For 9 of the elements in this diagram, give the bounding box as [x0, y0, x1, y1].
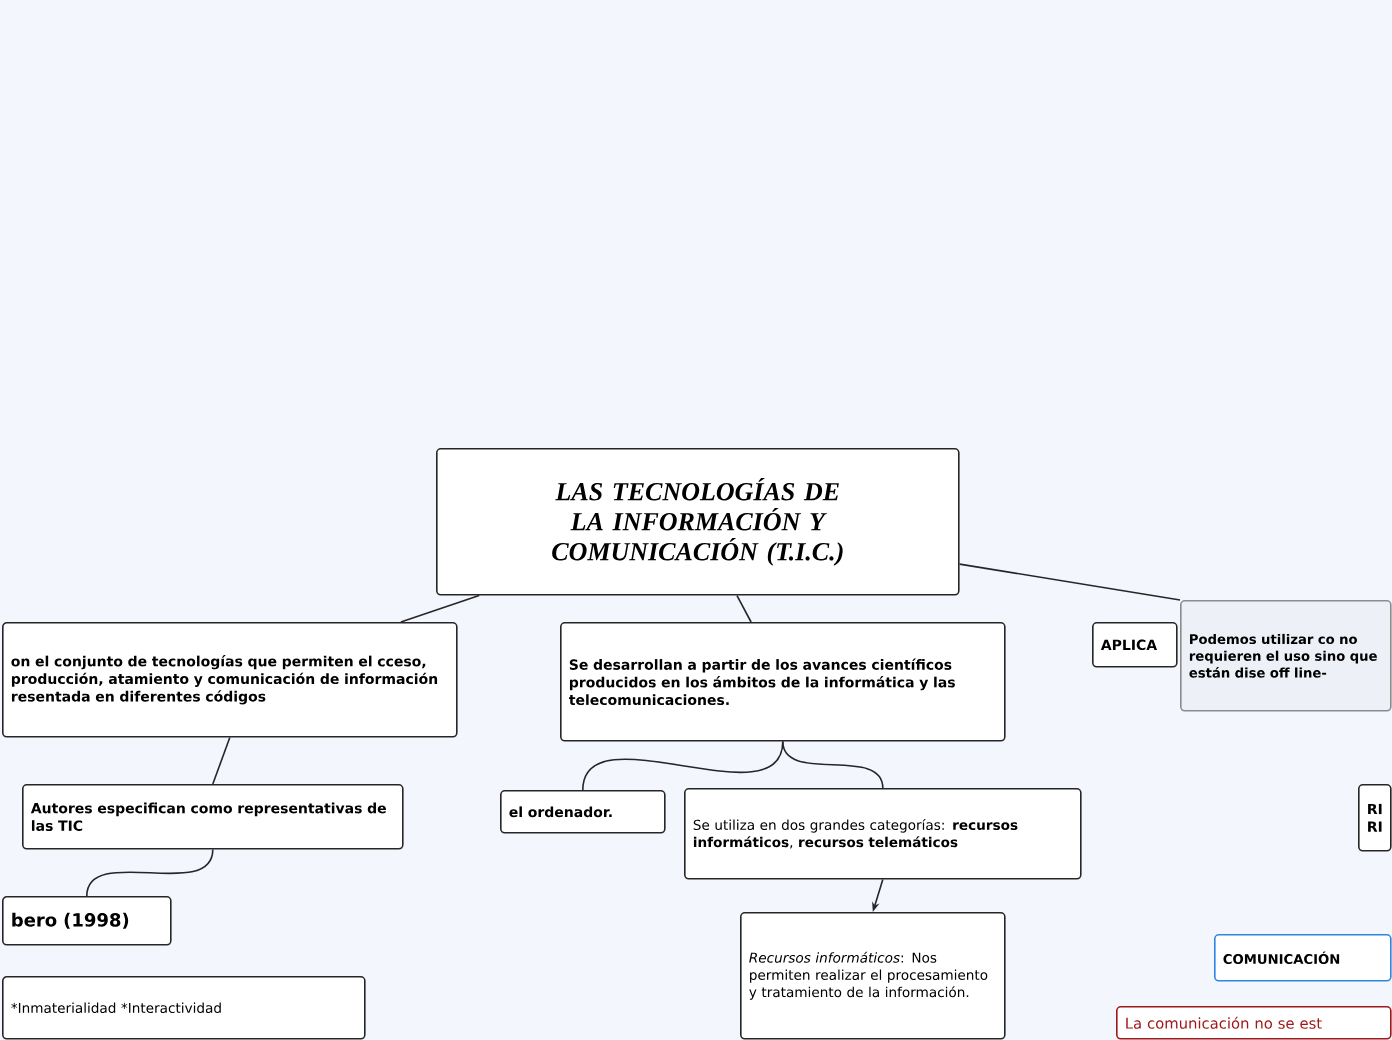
connector-line	[958, 563, 1181, 601]
connector-line	[782, 740, 884, 789]
connector-line	[400, 594, 480, 623]
connector-line	[212, 736, 231, 785]
connector-line	[86, 848, 214, 897]
connector-line	[736, 594, 752, 623]
title-box: LAS TECNOLOGÍAS DE LA INFORMACIÓN Y COMUNICACIÓN (T.I.C.)	[436, 448, 960, 596]
topic-box: bero (1998)	[2, 896, 172, 946]
connector-line	[582, 740, 784, 791]
